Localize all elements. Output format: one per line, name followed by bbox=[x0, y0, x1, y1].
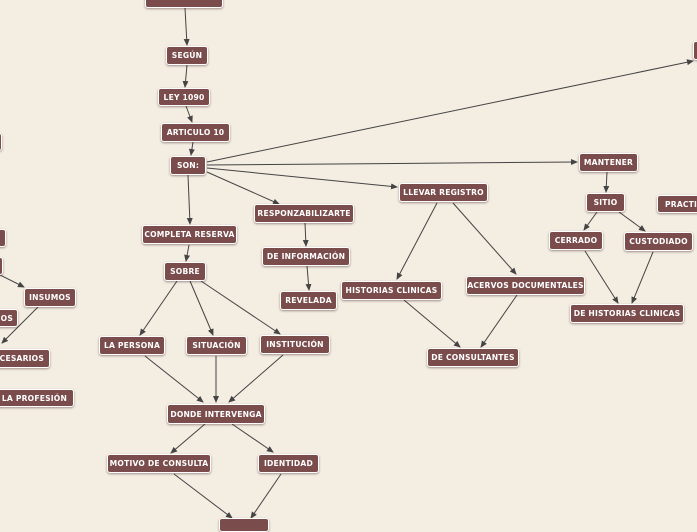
node-ley-1090[interactable]: LEY 1090 bbox=[158, 88, 210, 106]
node-insumos[interactable]: INSUMOS bbox=[24, 288, 76, 307]
node-completa-reserva[interactable]: COMPLETA RESERVA bbox=[142, 225, 237, 244]
node-revelada[interactable]: REVELADA bbox=[280, 291, 337, 310]
node-la-persona[interactable]: LA PERSONA bbox=[99, 336, 165, 355]
node-segun[interactable]: SEGÚN bbox=[166, 46, 208, 65]
node-os[interactable]: OS bbox=[0, 309, 18, 327]
node-left-cut-1[interactable] bbox=[0, 133, 2, 151]
node-ecesarios[interactable]: ECESARIOS bbox=[0, 349, 50, 368]
node-llevar-registro[interactable]: LLEVAR REGISTRO bbox=[399, 183, 488, 202]
node-son[interactable]: SON: bbox=[170, 156, 206, 175]
node-practic[interactable]: PRACTIC bbox=[657, 195, 697, 213]
node-identidad[interactable]: IDENTIDAD bbox=[258, 454, 319, 473]
node-de-historias-clinicas[interactable]: DE HISTORIAS CLINICAS bbox=[570, 304, 684, 323]
node-donde-intervenga[interactable]: DONDE INTERVENGA bbox=[167, 404, 265, 424]
connector-lines bbox=[0, 7, 694, 519]
node-historias-clinicas[interactable]: HISTORIAS CLINICAS bbox=[341, 281, 442, 300]
node-sitio[interactable]: SITIO bbox=[586, 193, 625, 212]
node-edge-right-cut[interactable] bbox=[693, 41, 697, 60]
node-de-informacion[interactable]: DE INFORMACIÓN bbox=[262, 247, 350, 266]
node-mantener[interactable]: MANTENER bbox=[579, 153, 638, 172]
node-top-cut[interactable] bbox=[145, 0, 223, 8]
node-left-cut-3[interactable] bbox=[0, 257, 3, 275]
node-custodiado[interactable]: CUSTODIADO bbox=[624, 232, 693, 251]
node-institucion[interactable]: INSTITUCIÓN bbox=[260, 335, 330, 354]
node-cerrado[interactable]: CERRADO bbox=[549, 231, 603, 250]
node-acervos-documentales[interactable]: ACERVOS DOCUMENTALES bbox=[466, 276, 585, 295]
node-bottom-cut[interactable] bbox=[219, 518, 269, 532]
node-left-cut-2[interactable] bbox=[0, 229, 6, 247]
node-situacion[interactable]: SITUACIÓN bbox=[186, 336, 247, 355]
node-de-la-profesion[interactable]: DE LA PROFESIÓN bbox=[0, 389, 74, 407]
node-de-consultantes[interactable]: DE CONSULTANTES bbox=[427, 348, 519, 367]
node-responzabilizarte[interactable]: RESPONZABILIZARTE bbox=[254, 204, 354, 223]
node-sobre[interactable]: SOBRE bbox=[164, 262, 206, 281]
node-articulo-10[interactable]: ARTICULO 10 bbox=[161, 123, 230, 142]
node-motivo-de-consulta[interactable]: MOTIVO DE CONSULTA bbox=[107, 454, 211, 473]
